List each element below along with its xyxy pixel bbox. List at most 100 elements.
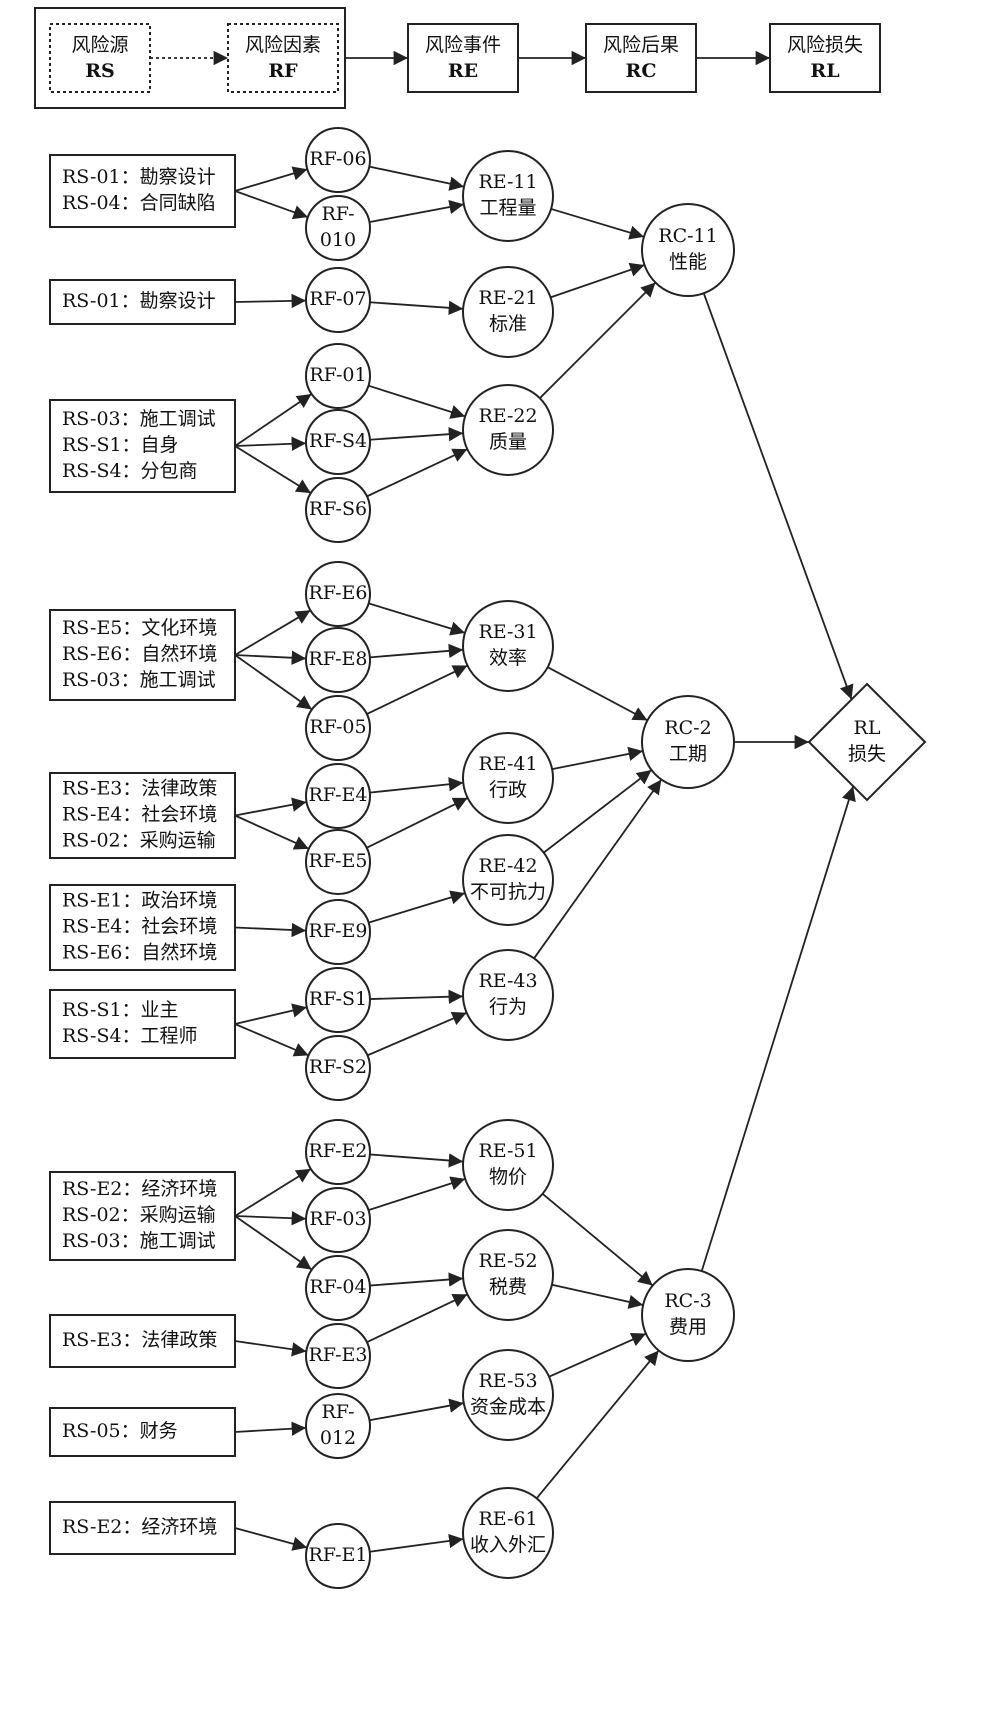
risk-factor-node: RF-E6 — [305, 561, 371, 627]
risk-event-e3-line-2: 质量 — [489, 431, 527, 453]
risk-event-e11-line-2: 收入外汇 — [470, 1534, 546, 1556]
legend-rf-name: 风险因素 — [245, 34, 321, 56]
risk-factor-node: RF-04 — [305, 1255, 371, 1321]
risk-event-e1-line-1: RE-11 — [478, 171, 537, 193]
risk-consequence-c1-line-2: 性能 — [669, 251, 707, 273]
risk-source-s4-line-2: RS-E6：自然环境 — [62, 643, 217, 665]
risk-factor-f7-line-1: RF-E6 — [308, 582, 367, 604]
risk-factor-node: RF-S1 — [305, 967, 371, 1033]
risk-source-s8-line-1: RS-E2：经济环境 — [62, 1178, 217, 1200]
risk-source-frame — [49, 399, 236, 493]
risk-factor-node: RF-S2 — [305, 1035, 371, 1101]
edge-f18-e9 — [366, 1293, 468, 1344]
edge-f15-e8 — [369, 1153, 464, 1168]
edge-s4-f8 — [234, 650, 307, 665]
edge-e7-c2 — [533, 778, 663, 959]
risk-event-e5-line-2: 行政 — [489, 779, 527, 801]
risk-factor-f20-line-1: RF-E1 — [308, 1544, 367, 1566]
risk-event-e4-line-2: 效率 — [489, 647, 527, 669]
legend-re-code: RE — [448, 60, 478, 82]
risk-event-e7-line-2: 行为 — [489, 996, 527, 1018]
risk-source-box: RS-05：财务 — [49, 1407, 236, 1457]
edge-f14-e7 — [367, 1011, 468, 1057]
edge-f4-e3 — [368, 384, 466, 419]
risk-factor-circle — [305, 1323, 371, 1389]
risk-event-e10-line-1: RE-53 — [478, 1370, 537, 1392]
risk-event-e9-line-1: RE-52 — [478, 1250, 537, 1272]
risk-factor-circle — [305, 343, 371, 409]
edge-f3-e2 — [369, 300, 464, 315]
edge-c3-l — [700, 785, 856, 1272]
risk-source-s7-line-1: RS-S1：业主 — [62, 999, 179, 1021]
risk-factor-node: RF-E9 — [305, 899, 371, 965]
risk-event-circle — [462, 150, 554, 242]
risk-consequence-c2-line-2: 工期 — [669, 743, 707, 765]
risk-event-circle — [462, 1119, 554, 1211]
edge-s4-f7 — [234, 609, 311, 656]
edge-s5-f10 — [234, 797, 307, 817]
risk-source-s4-line-3: RS-03：施工调试 — [62, 669, 216, 691]
risk-consequence-c3-line-1: RC-3 — [664, 1290, 711, 1312]
risk-source-s2-line-1: RS-01：勘察设计 — [62, 290, 216, 312]
risk-source-s5-line-1: RS-E3：法律政策 — [62, 778, 217, 800]
legend-rf-frame — [227, 23, 339, 93]
risk-factor-node: RF-S4 — [305, 409, 371, 475]
edge-e1-c1 — [550, 208, 645, 240]
risk-source-s1-line-2: RS-04：合同缺陷 — [62, 192, 216, 214]
risk-source-box: RS-E3：法律政策 — [49, 1314, 236, 1368]
edge-f12-e6 — [368, 890, 466, 924]
risk-factor-node: RF-E5 — [305, 829, 371, 895]
risk-factor-circle — [305, 1523, 371, 1589]
risk-event-e11-line-1: RE-61 — [478, 1508, 537, 1530]
edge-e10-c3 — [548, 1332, 647, 1378]
risk-loss-line-1: RL — [854, 717, 881, 739]
risk-source-s4-line-1: RS-E5：文化环境 — [62, 617, 217, 639]
risk-factor-node: RF-05 — [305, 695, 371, 761]
risk-event-e6-line-1: RE-42 — [478, 855, 537, 877]
edges-layer — [234, 165, 856, 1553]
risk-factor-circle — [305, 409, 371, 475]
edge-f13-e7 — [369, 989, 464, 1004]
risk-factor-f18-line-1: RF-E3 — [308, 1344, 367, 1366]
risk-factor-node: RF-012 — [305, 1393, 371, 1459]
edge-s3-f4 — [234, 393, 313, 447]
edge-s2-f3 — [234, 293, 307, 309]
risk-factor-circle — [305, 763, 371, 829]
edge-s7-f14 — [234, 1023, 309, 1057]
risk-source-s5-line-2: RS-E4：社会环境 — [62, 804, 217, 826]
edge-f17-e9 — [369, 1272, 464, 1287]
edge-s11-f20 — [234, 1527, 308, 1551]
risk-factor-f10-line-1: RF-E4 — [308, 784, 367, 806]
edge-f19-e10 — [369, 1398, 464, 1422]
edge-s3-f5 — [234, 436, 307, 451]
risk-source-s3-line-1: RS-03：施工调试 — [62, 408, 216, 430]
edge-e4-c2 — [547, 666, 648, 722]
risk-source-s6-line-1: RS-E1：政治环境 — [62, 890, 217, 912]
risk-factor-circle — [305, 1255, 371, 1321]
risk-consequence-node: RC-2工期 — [641, 695, 735, 789]
risk-factor-f9-line-1: RF-05 — [309, 716, 366, 738]
edge-e9-c3 — [551, 1283, 644, 1309]
risk-source-s11-line-1: RS-E2：经济环境 — [62, 1516, 217, 1538]
risk-source-s8-line-2: RS-02：采购运输 — [62, 1204, 216, 1226]
risk-factor-circle — [305, 1119, 371, 1185]
risk-event-e8-line-2: 物价 — [489, 1166, 527, 1188]
risk-event-e7-line-1: RE-43 — [478, 970, 537, 992]
risk-factor-circle — [305, 1187, 371, 1253]
risk-factor-circle — [305, 195, 371, 261]
risk-event-circle — [462, 1349, 554, 1441]
risk-event-e1-line-2: 工程量 — [479, 197, 536, 219]
risk-factor-f8-line-1: RF-E8 — [308, 648, 367, 670]
edge-s7-f13 — [234, 1003, 308, 1025]
risk-factor-f14-line-1: RF-S2 — [309, 1056, 367, 1078]
